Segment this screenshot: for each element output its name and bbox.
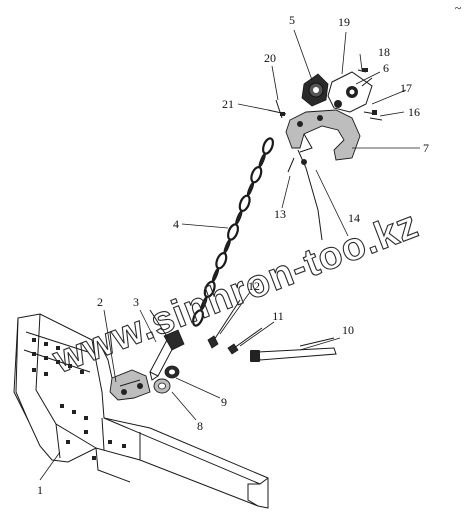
chain-part-4	[191, 137, 275, 327]
chain-link	[238, 194, 251, 212]
chain-link	[258, 153, 266, 168]
callout-4: 4	[173, 217, 179, 231]
hook-part-7	[285, 109, 361, 161]
corner-mark: ~	[455, 1, 462, 15]
link-part-14	[297, 149, 323, 241]
link-part-13	[287, 157, 295, 173]
chain-link	[215, 252, 228, 270]
chain-link	[226, 223, 240, 241]
callouts: 1 2 3 4 5 6 7 8 9 10 11 12 13 14 16 17 1…	[37, 1, 462, 497]
chain-link	[235, 210, 243, 225]
callout-7: 7	[423, 141, 429, 155]
callout-11: 11	[272, 309, 284, 323]
callout-20: 20	[264, 51, 276, 65]
hardware-small-parts	[267, 68, 383, 121]
callout-13: 13	[274, 207, 286, 221]
callout-21: 21	[222, 97, 234, 111]
callout-18: 18	[378, 45, 390, 59]
callout-14: 14	[348, 211, 360, 225]
pin-part-11	[227, 327, 263, 355]
chain-link	[203, 280, 216, 298]
latch-plate-part-6	[327, 71, 373, 113]
callout-2: 2	[97, 295, 103, 309]
frame-rail	[13, 313, 269, 509]
callout-6: 6	[383, 61, 389, 75]
callout-10: 10	[342, 323, 354, 337]
chain-link	[223, 239, 231, 254]
pin-part-12	[207, 299, 241, 349]
bolt-part-10	[250, 337, 337, 362]
roller-part-5	[301, 73, 329, 107]
callout-12: 12	[248, 279, 260, 293]
chain-link	[250, 166, 263, 184]
callout-8: 8	[197, 419, 203, 433]
callout-17: 17	[400, 81, 412, 95]
chain-link	[261, 137, 275, 155]
bracket-part-2	[101, 347, 151, 401]
callout-19: 19	[338, 15, 350, 29]
pin-part-3	[149, 309, 185, 381]
callout-3: 3	[133, 295, 139, 309]
leader-lines	[39, 29, 420, 481]
callout-1: 1	[37, 483, 43, 497]
callout-9: 9	[221, 395, 227, 409]
callout-5: 5	[289, 13, 295, 27]
washer-part-8	[153, 378, 171, 394]
chain-link	[191, 309, 205, 327]
nut-part-9	[164, 365, 180, 379]
chain-link	[246, 181, 255, 197]
callout-16: 16	[408, 105, 420, 119]
